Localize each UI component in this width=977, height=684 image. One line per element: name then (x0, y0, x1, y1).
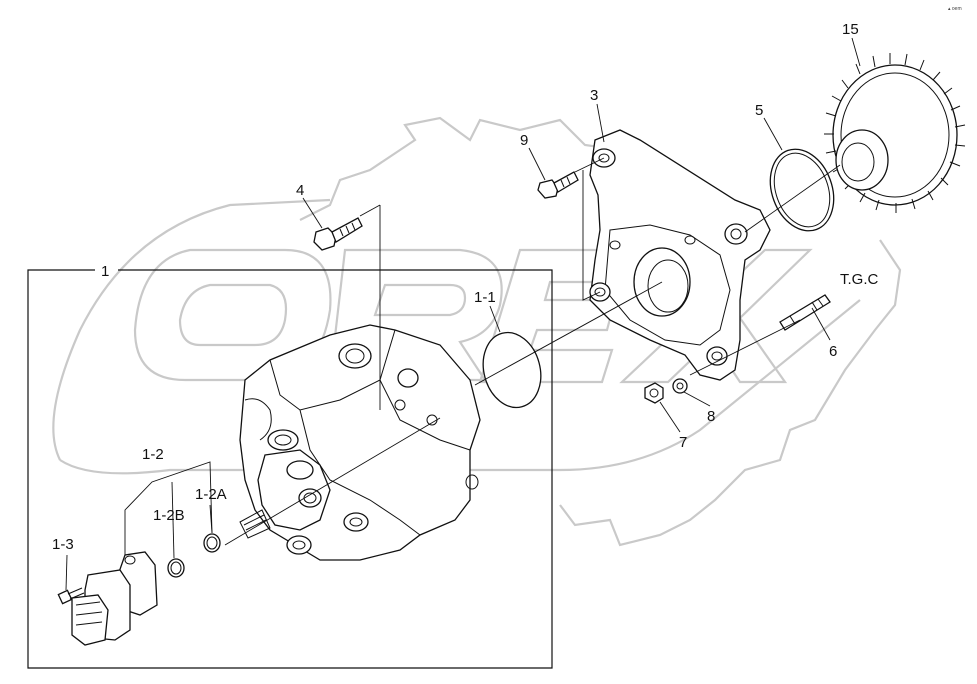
drive-gear-15 (824, 53, 966, 213)
watermark-gear-outline (299, 116, 902, 547)
callout-1-1: 1-1 (474, 289, 496, 306)
assembly-1-frame (27, 269, 553, 669)
washer-8 (672, 378, 688, 394)
stud-6 (779, 294, 831, 331)
callout-3: 3 (590, 87, 598, 104)
callout-labels: 1 1-1 1-2 1-2A 1-2B 1-3 3 4 5 6 7 8 9 15… (52, 6, 962, 553)
bracket-3 (589, 129, 771, 381)
callout-9: 9 (520, 132, 528, 149)
callout-5: 5 (755, 102, 763, 119)
bolt-1-3 (57, 587, 85, 605)
fuel-pump-body (239, 324, 481, 561)
o-ring-5 (769, 148, 835, 232)
watermark-left-swoosh (52, 198, 861, 475)
callout-1-3: 1-3 (52, 536, 74, 553)
leader-lines (65, 37, 861, 591)
metering-valve-1-2 (71, 551, 158, 646)
o-ring-1-1 (482, 331, 542, 409)
corner-mark: ▴ oem (948, 6, 962, 12)
callout-1-2b: 1-2B (153, 507, 185, 524)
o-ring-1-2b (167, 558, 185, 578)
o-ring-1-2a (203, 533, 221, 553)
bolt-4 (313, 217, 363, 251)
bolt-9 (537, 171, 579, 199)
callout-1: 1 (101, 263, 109, 280)
nut-7 (644, 382, 664, 404)
callout-1-2: 1-2 (142, 446, 164, 463)
callout-15: 15 (842, 21, 859, 38)
callout-8: 8 (707, 408, 715, 425)
assembly-center-lines (224, 157, 841, 546)
callout-tgc: T.G.C (840, 271, 879, 288)
callout-1-2a: 1-2A (195, 486, 227, 503)
callout-7: 7 (679, 434, 687, 451)
callout-6: 6 (829, 343, 837, 360)
callout-4: 4 (296, 182, 304, 199)
